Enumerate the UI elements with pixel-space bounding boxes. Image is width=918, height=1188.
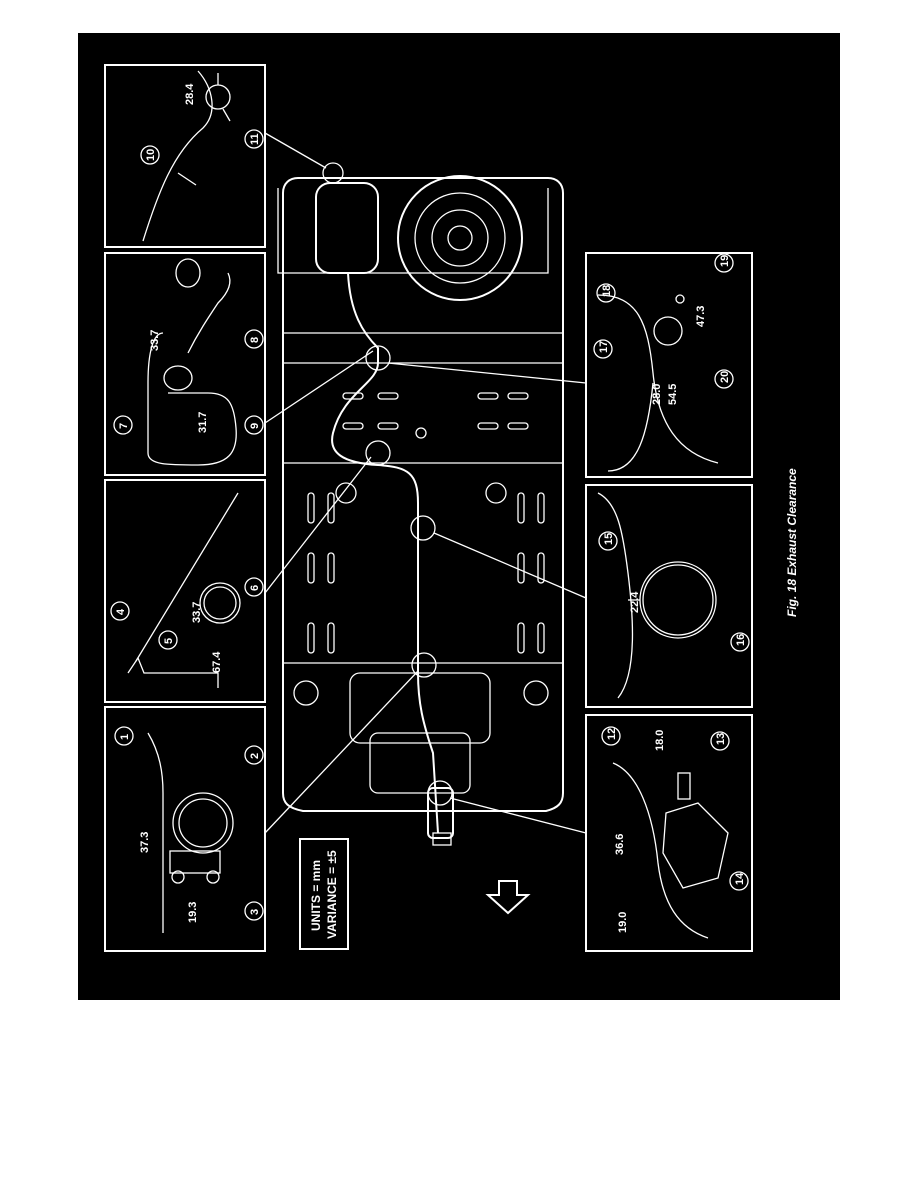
dim-33-7-upper: 33.7 xyxy=(149,330,161,351)
callout-18: 18 xyxy=(601,285,613,297)
callout-13: 13 xyxy=(715,733,727,745)
callout-14: 14 xyxy=(734,872,746,885)
callout-6: 6 xyxy=(249,585,261,591)
dim-18-0: 18.0 xyxy=(654,730,666,751)
exhaust-pipe-route xyxy=(331,272,454,846)
detail-marker-circles xyxy=(322,162,453,806)
dim-19-0: 19.0 xyxy=(617,912,629,933)
dim-67-4: 67.4 xyxy=(211,651,223,673)
callout-17: 17 xyxy=(598,341,610,353)
figure-caption: Fig. 18 Exhaust Clearance xyxy=(785,468,799,617)
callout-5: 5 xyxy=(163,638,175,644)
callout-20: 20 xyxy=(719,371,731,383)
units-box: UNITS = mm VARIANCE = ±5 xyxy=(299,838,349,950)
detail-panel-1-2-3: 37.3 19.3 1 2 3 xyxy=(104,706,266,952)
exhaust-clearance-figure: 28.4 10 11 33.7 31.7 7 8 9 33.7 67.4 4 5 xyxy=(78,33,840,1000)
callout-3: 3 xyxy=(249,909,261,915)
callout-8: 8 xyxy=(249,337,261,343)
variance-line: VARIANCE = ±5 xyxy=(325,850,339,939)
dim-22-4: 22.4 xyxy=(629,591,641,613)
callout-10: 10 xyxy=(145,149,157,161)
callout-16: 16 xyxy=(735,634,747,646)
dim-47-3: 47.3 xyxy=(695,306,707,327)
detail-panel-15-16: 22.4 15 16 xyxy=(585,484,753,708)
dim-31-7: 31.7 xyxy=(197,412,209,433)
dim-36-6: 36.6 xyxy=(614,834,626,855)
dim-19-3: 19.3 xyxy=(187,902,199,923)
dim-28-0: 28.0 xyxy=(651,384,663,405)
callout-2: 2 xyxy=(249,753,261,759)
vehicle-underbody xyxy=(277,175,564,812)
detail-panel-10-11: 28.4 10 11 xyxy=(104,64,266,248)
dim-28-4: 28.4 xyxy=(184,83,196,105)
callout-12: 12 xyxy=(606,728,618,740)
callout-7: 7 xyxy=(118,423,130,429)
forward-arrow-icon xyxy=(485,880,531,915)
diagram-canvas: 28.4 10 11 33.7 31.7 7 8 9 33.7 67.4 4 5 xyxy=(104,64,799,952)
detail-panel-17-20: 28.0 54.5 47.3 17 18 19 20 xyxy=(585,252,753,478)
detail-panel-7-8-9: 33.7 31.7 7 8 9 xyxy=(104,252,266,476)
callout-15: 15 xyxy=(603,533,615,545)
detail-panel-4-5-6: 33.7 67.4 4 5 6 xyxy=(104,479,266,703)
callout-19: 19 xyxy=(719,255,731,267)
callout-9: 9 xyxy=(249,423,261,429)
detail-panel-12-13-14: 18.0 36.6 19.0 12 13 14 xyxy=(585,714,753,952)
dim-33-7-lower: 33.7 xyxy=(191,602,203,623)
callout-4: 4 xyxy=(115,608,127,615)
units-line: UNITS = mm xyxy=(309,860,323,931)
dim-37-3: 37.3 xyxy=(139,832,151,853)
leader-lines xyxy=(264,132,587,834)
callout-1: 1 xyxy=(119,734,131,740)
dim-54-5: 54.5 xyxy=(667,384,679,405)
callout-11: 11 xyxy=(249,133,261,145)
